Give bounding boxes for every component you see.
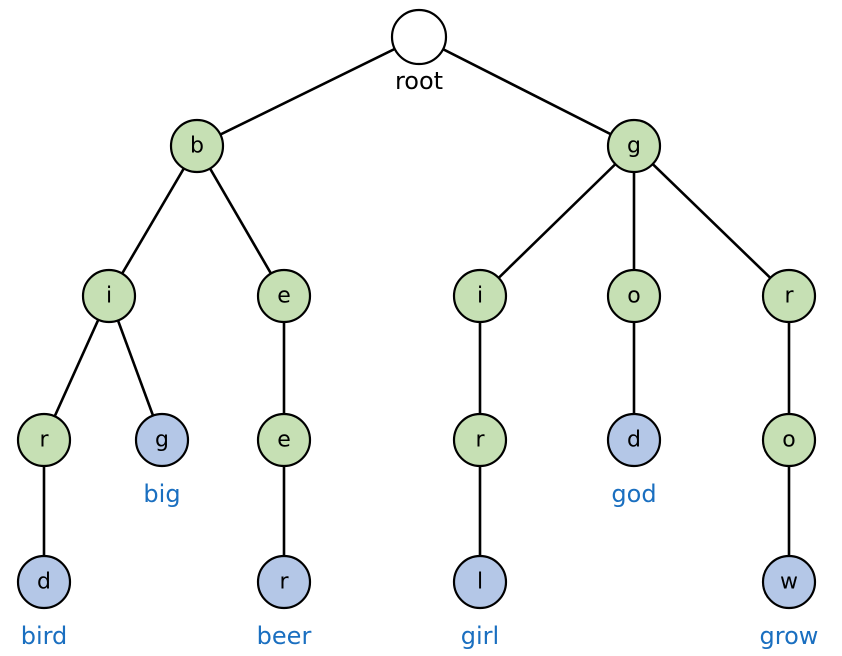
word-label-grow: grow bbox=[760, 622, 819, 650]
word-label-girl: girl bbox=[461, 622, 499, 650]
node-circle-gi bbox=[452, 268, 508, 324]
word-label-beer: beer bbox=[257, 622, 312, 650]
node-letter-beer: r bbox=[279, 570, 289, 595]
node-letter-gir: r bbox=[475, 428, 485, 453]
node-letter-gro: o bbox=[782, 428, 795, 453]
node-letter-bir: r bbox=[39, 428, 49, 453]
node-be: e bbox=[256, 268, 312, 324]
edge-root-g bbox=[418, 35, 635, 148]
node-bee: e bbox=[256, 412, 312, 468]
node-letter-grow: w bbox=[780, 570, 798, 595]
edge-g-gr bbox=[633, 145, 790, 297]
word-label-god: god bbox=[611, 480, 656, 508]
node-letter-b: b bbox=[190, 134, 204, 159]
node-circle-grow bbox=[761, 554, 817, 610]
node-gir: r bbox=[452, 412, 508, 468]
node-letter-gr: r bbox=[784, 284, 794, 309]
node-bir: r bbox=[16, 412, 72, 468]
node-big: g bbox=[134, 412, 190, 468]
node-gi: i bbox=[452, 268, 508, 324]
node-grow: w bbox=[761, 554, 817, 610]
node-circle-bird bbox=[16, 554, 72, 610]
node-letter-big: g bbox=[155, 428, 169, 453]
node-circle-root bbox=[390, 8, 448, 66]
node-circle-bir bbox=[16, 412, 72, 468]
edge-g-gi bbox=[479, 145, 635, 297]
node-bi: i bbox=[81, 268, 137, 324]
node-letter-girl: l bbox=[477, 570, 483, 595]
node-bird: d bbox=[16, 554, 72, 610]
node-gro: o bbox=[761, 412, 817, 468]
node-letter-g: g bbox=[627, 134, 641, 159]
node-letter-god: d bbox=[627, 428, 641, 453]
node-circle-gir bbox=[452, 412, 508, 468]
node-circle-girl bbox=[452, 554, 508, 610]
node-circle-gro bbox=[761, 412, 817, 468]
edge-root-b bbox=[196, 35, 420, 148]
node-beer: r bbox=[256, 554, 312, 610]
nodes-layer: b g i e i o r r g e r d o d r l w bbox=[16, 8, 817, 610]
node-letter-bird: d bbox=[37, 570, 51, 595]
node-circle-bee bbox=[256, 412, 312, 468]
node-circle-go bbox=[606, 268, 662, 324]
edge-b-be bbox=[195, 145, 286, 297]
node-circle-gr bbox=[761, 268, 817, 324]
node-letter-go: o bbox=[627, 284, 640, 309]
node-root bbox=[390, 8, 448, 66]
edge-b-bi bbox=[107, 145, 199, 297]
node-gr: r bbox=[761, 268, 817, 324]
node-go: o bbox=[606, 268, 662, 324]
node-circle-beer bbox=[256, 554, 312, 610]
node-girl: l bbox=[452, 554, 508, 610]
root-label: root bbox=[395, 67, 443, 95]
word-label-bird: bird bbox=[21, 622, 68, 650]
node-circle-b bbox=[169, 118, 225, 174]
node-letter-gi: i bbox=[477, 284, 483, 309]
node-b: b bbox=[169, 118, 225, 174]
node-circle-big bbox=[134, 412, 190, 468]
node-letter-bee: e bbox=[277, 428, 291, 453]
word-label-big: big bbox=[143, 480, 180, 508]
node-letter-be: e bbox=[277, 284, 291, 309]
node-circle-be bbox=[256, 268, 312, 324]
node-circle-g bbox=[606, 118, 662, 174]
node-letter-bi: i bbox=[106, 284, 112, 309]
node-g: g bbox=[606, 118, 662, 174]
node-god: d bbox=[606, 412, 662, 468]
words-layer: big god bird beer girl grow bbox=[21, 480, 819, 650]
node-circle-god bbox=[606, 412, 662, 468]
node-circle-bi bbox=[81, 268, 137, 324]
